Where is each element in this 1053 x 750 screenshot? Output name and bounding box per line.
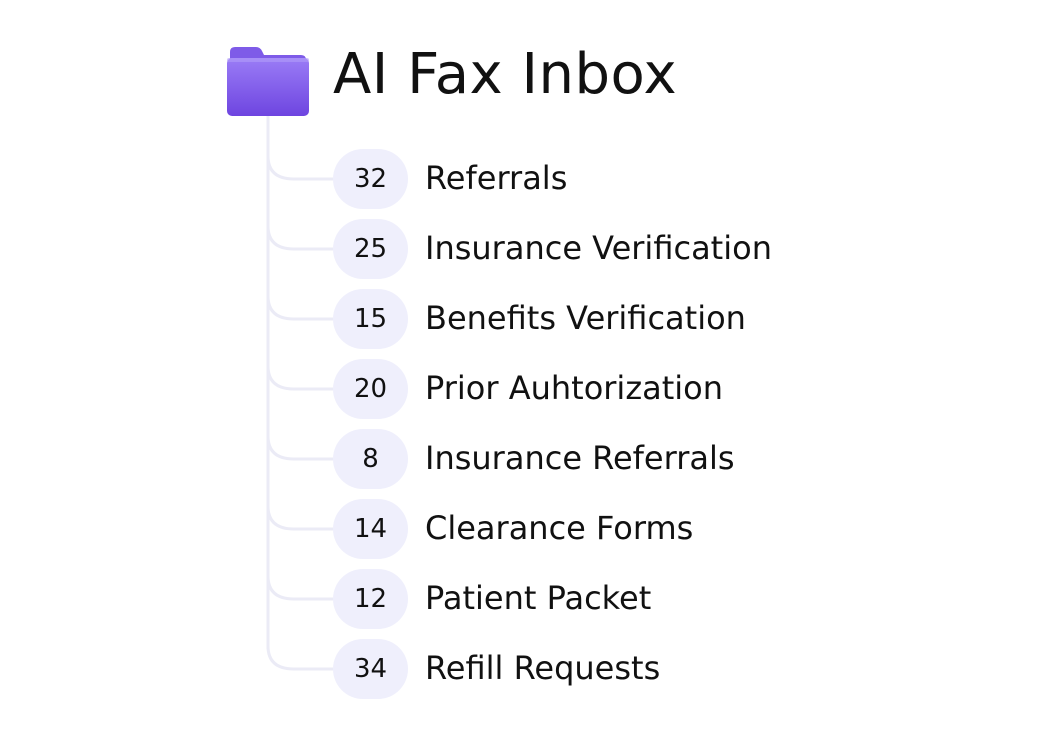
count-badge: 12: [333, 569, 408, 629]
count-badge: 34: [333, 639, 408, 699]
category-label: Insurance Verification: [425, 229, 772, 267]
category-label: Benefits Verification: [425, 299, 746, 337]
category-label: Insurance Referrals: [425, 439, 735, 477]
count-badge: 8: [333, 429, 408, 489]
category-item-referrals[interactable]: 32 Referrals: [333, 149, 893, 209]
category-label: Clearance Forms: [425, 509, 694, 547]
tree-branch-line: [266, 574, 335, 601]
tree-branch-line: [266, 504, 335, 531]
tree-branch-line: [266, 364, 335, 391]
tree-branch-line: [266, 434, 335, 461]
tree-branch-line: [266, 154, 335, 181]
category-item-benefits-verification[interactable]: 15 Benefits Verification: [333, 289, 893, 349]
inbox-title: AI Fax Inbox: [333, 42, 678, 107]
category-item-clearance-forms[interactable]: 14 Clearance Forms: [333, 499, 893, 559]
category-item-insurance-verification[interactable]: 25 Insurance Verification: [333, 219, 893, 279]
category-item-patient-packet[interactable]: 12 Patient Packet: [333, 569, 893, 629]
category-item-refill-requests[interactable]: 34 Refill Requests: [333, 639, 893, 699]
count-badge: 32: [333, 149, 408, 209]
folder-icon: [227, 47, 309, 116]
count-badge: 14: [333, 499, 408, 559]
tree-branch-line: [266, 294, 335, 321]
count-badge: 20: [333, 359, 408, 419]
category-label: Prior Auhtorization: [425, 369, 724, 407]
category-item-prior-authorization[interactable]: 20 Prior Auhtorization: [333, 359, 893, 419]
category-label: Referrals: [425, 159, 568, 197]
tree-branch-line: [266, 224, 335, 251]
tree-branch-line: [266, 644, 335, 671]
category-label: Refill Requests: [425, 649, 661, 687]
count-badge: 25: [333, 219, 408, 279]
category-item-insurance-referrals[interactable]: 8 Insurance Referrals: [333, 429, 893, 489]
count-badge: 15: [333, 289, 408, 349]
category-label: Patient Packet: [425, 579, 652, 617]
